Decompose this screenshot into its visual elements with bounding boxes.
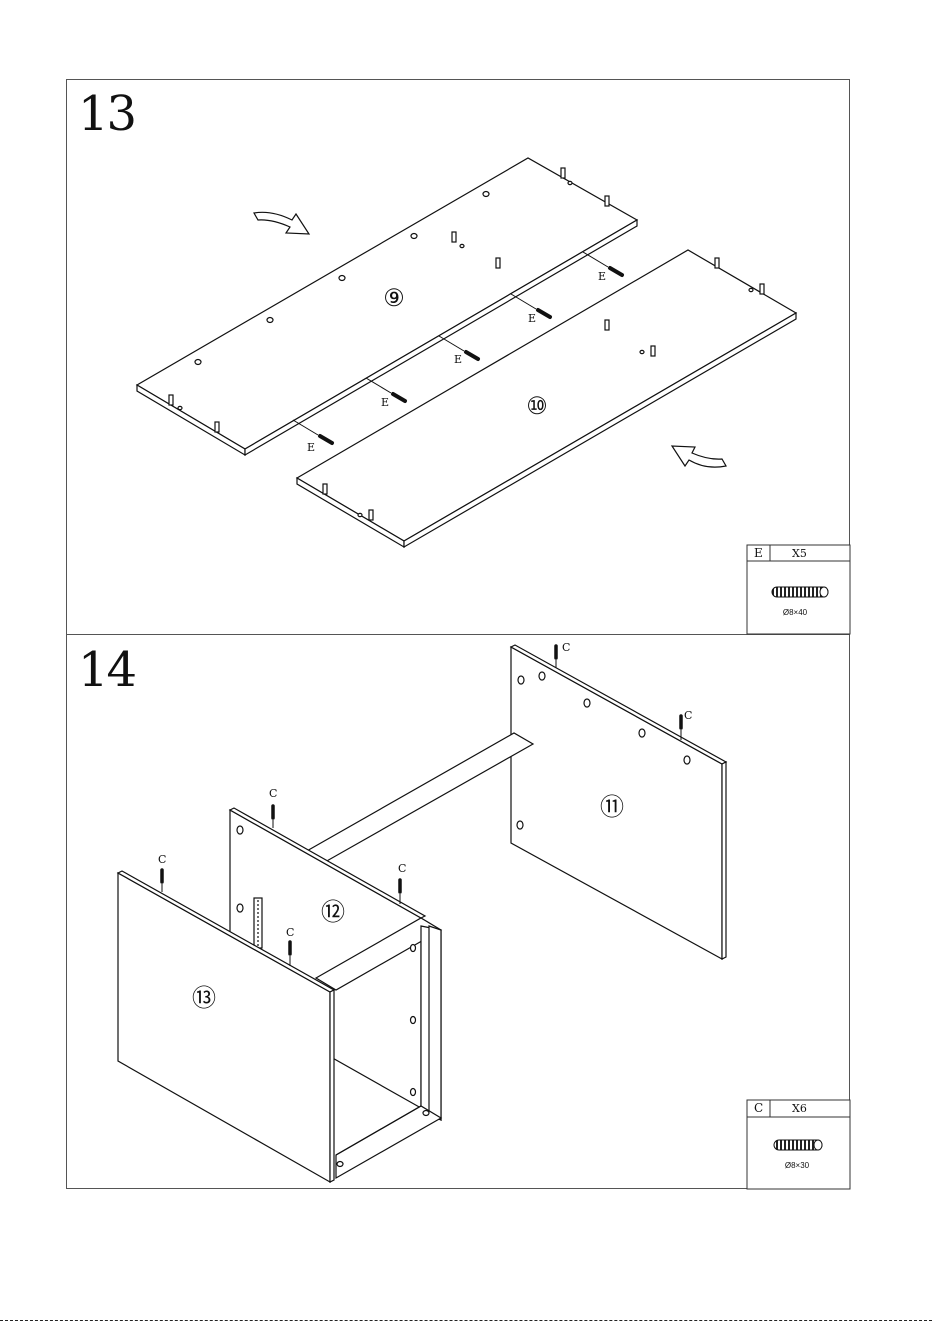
- dowel-c-label: C: [684, 709, 692, 722]
- dowel-icon: [774, 1140, 822, 1150]
- parts-box-e: E X5 Ø8×40: [747, 545, 850, 634]
- push-arrow-icon: [254, 212, 309, 234]
- push-arrow-icon: [672, 446, 726, 467]
- parts-quantity: X5: [792, 547, 807, 560]
- dowel-e-label: E: [528, 312, 536, 325]
- dowel-c-label: C: [286, 926, 294, 939]
- panel-11: ⑪: [511, 645, 726, 959]
- panel-9-label: ⑨: [383, 284, 405, 312]
- dowel-e-label: E: [598, 270, 606, 283]
- parts-box-c: C X6 Ø8×30: [747, 1100, 850, 1189]
- parts-code: C: [754, 1101, 763, 1115]
- parts-size: Ø8×40: [783, 608, 808, 617]
- dowel-e-label: E: [307, 441, 315, 454]
- dowel-icon: [772, 587, 828, 597]
- panel-11-label: ⑪: [600, 793, 624, 821]
- dowel-c-label: C: [158, 853, 166, 866]
- panel-10-label: ⑩: [526, 392, 548, 420]
- panel-12-label: ⑫: [321, 898, 345, 926]
- top-rail: [305, 733, 533, 868]
- step-13-drawing: ⑨ ⑩: [137, 158, 796, 547]
- step-14-drawing: ⑪ ⑫: [118, 641, 726, 1182]
- parts-size: Ø8×30: [785, 1161, 810, 1170]
- parts-quantity: X6: [792, 1102, 807, 1115]
- dowel-c-label: C: [562, 641, 570, 654]
- page-bottom-rule: [0, 1320, 932, 1321]
- dowel-e-label: E: [381, 396, 389, 409]
- parts-code: E: [754, 546, 763, 560]
- dowel-e-label: E: [454, 353, 462, 366]
- panel-13-label: ⑬: [192, 984, 216, 1012]
- dowel-c-label: C: [398, 862, 406, 875]
- dowel-c-label: C: [269, 787, 277, 800]
